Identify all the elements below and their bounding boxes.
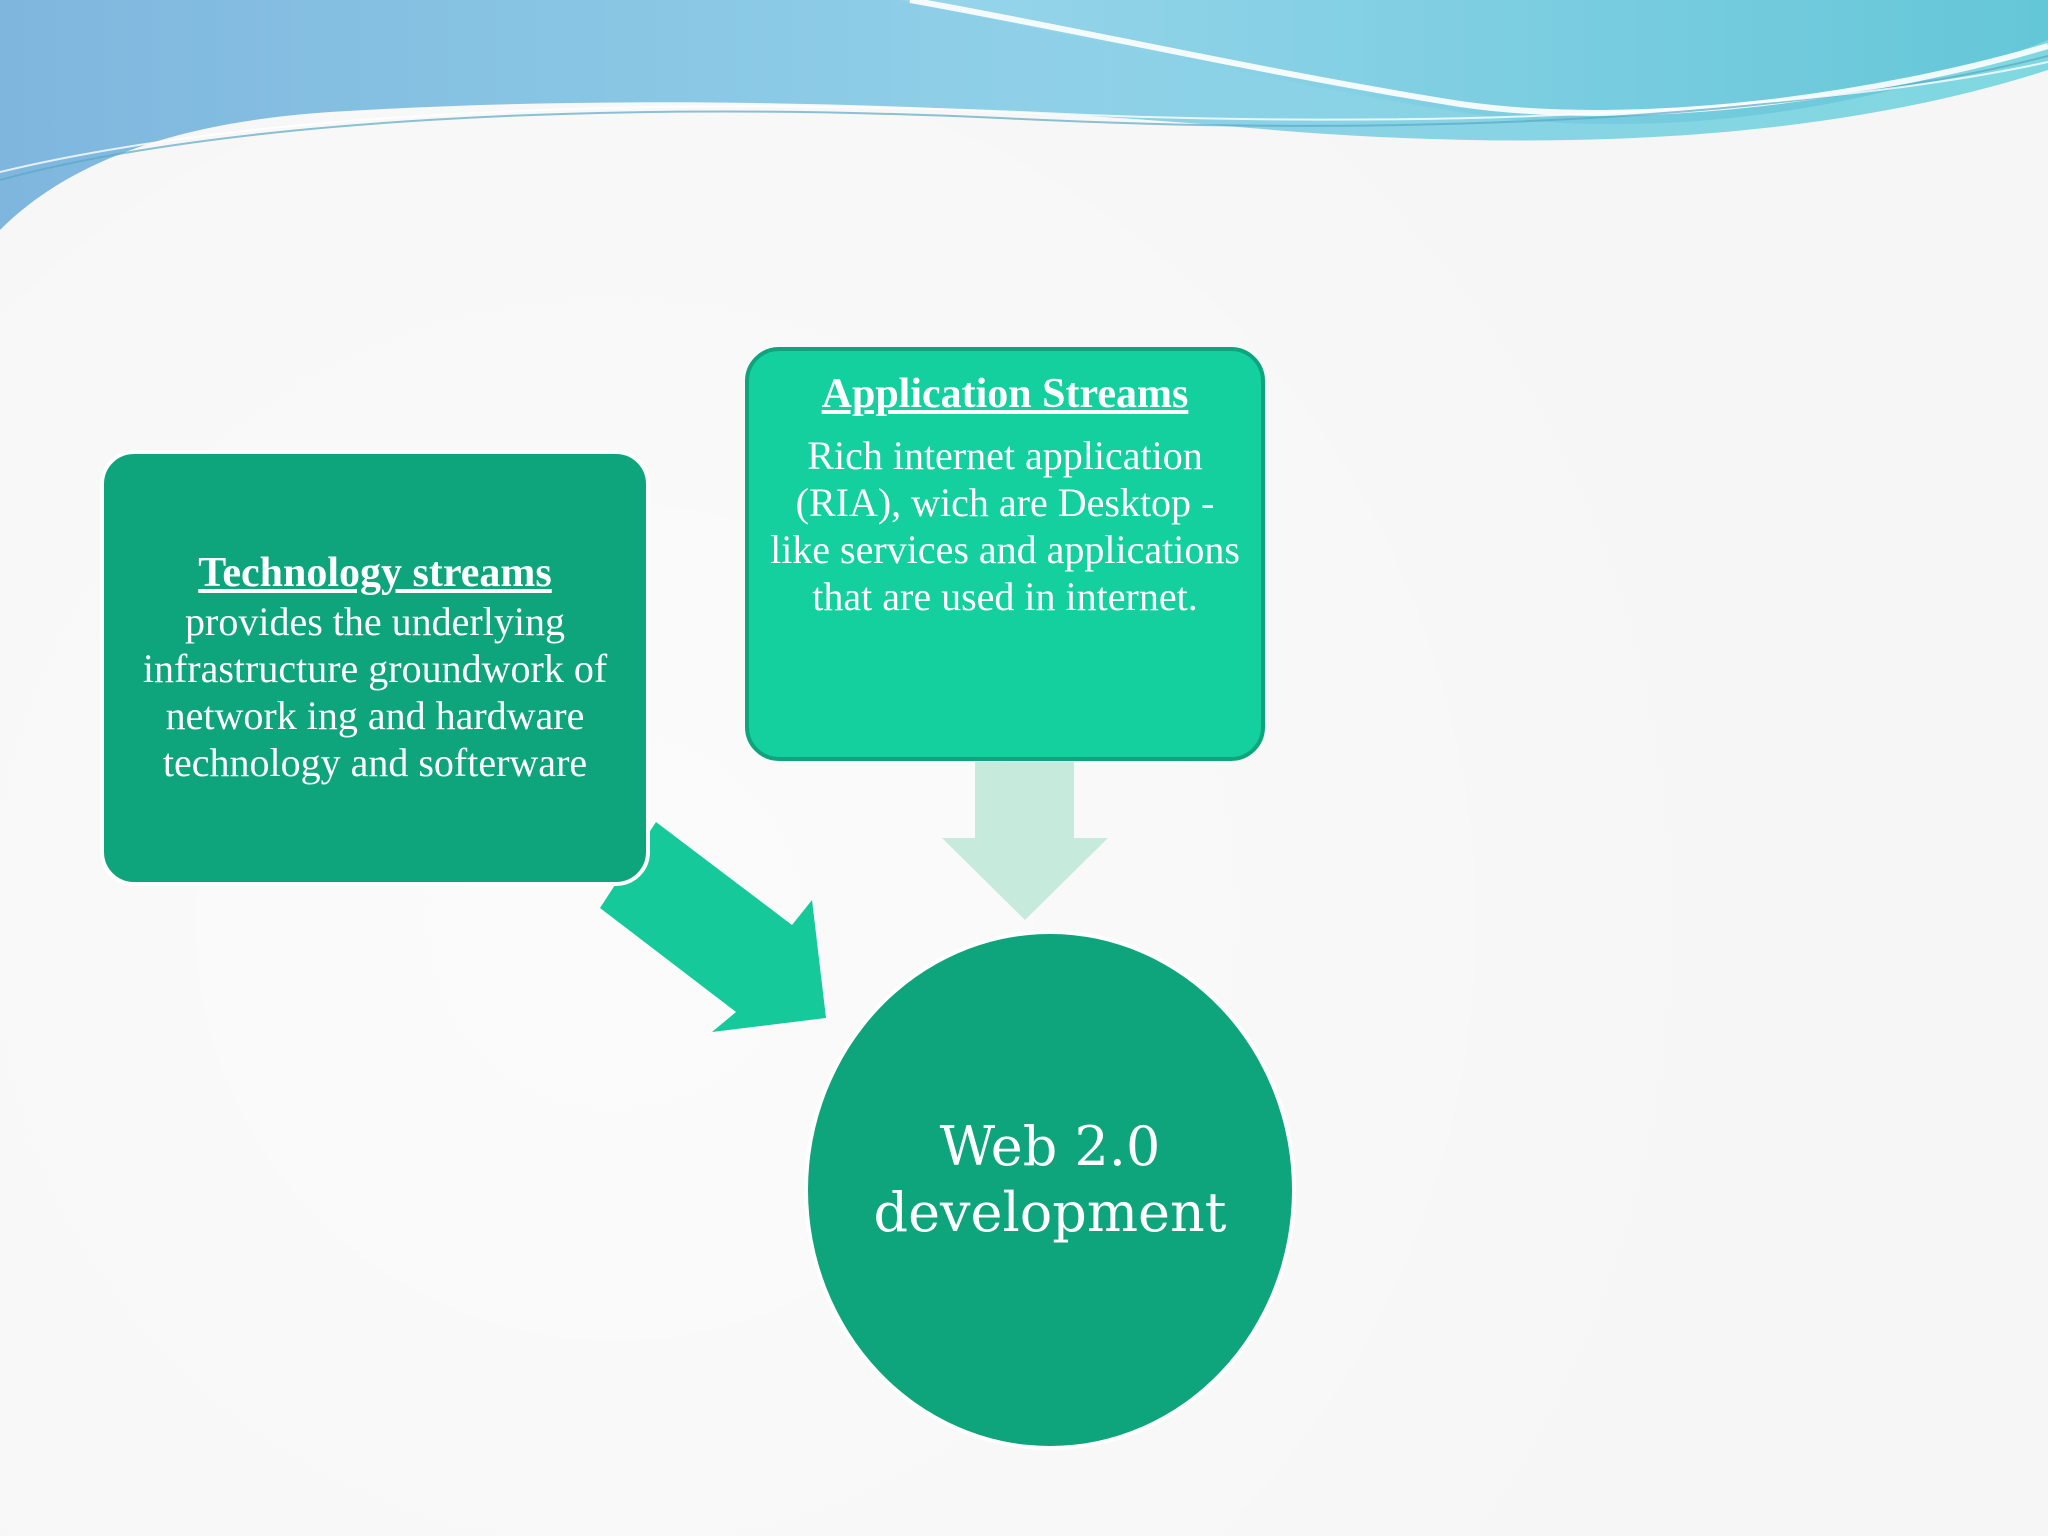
technology-streams-heading: Technology streams — [198, 550, 552, 597]
application-streams-box: Application Streams Rich internet applic… — [745, 347, 1265, 761]
arrow-application-to-web20 — [942, 762, 1108, 920]
web20-development-label: Web 2.0 development — [808, 1114, 1292, 1266]
application-streams-description: Rich internet application (RIA), wich ar… — [767, 432, 1243, 620]
technology-streams-description: provides the underlying infrastructure g… — [124, 598, 626, 786]
technology-streams-box: Technology streams provides the underlyi… — [100, 450, 650, 886]
web20-development-circle: Web 2.0 development — [804, 930, 1296, 1450]
application-streams-heading: Application Streams — [822, 371, 1189, 418]
